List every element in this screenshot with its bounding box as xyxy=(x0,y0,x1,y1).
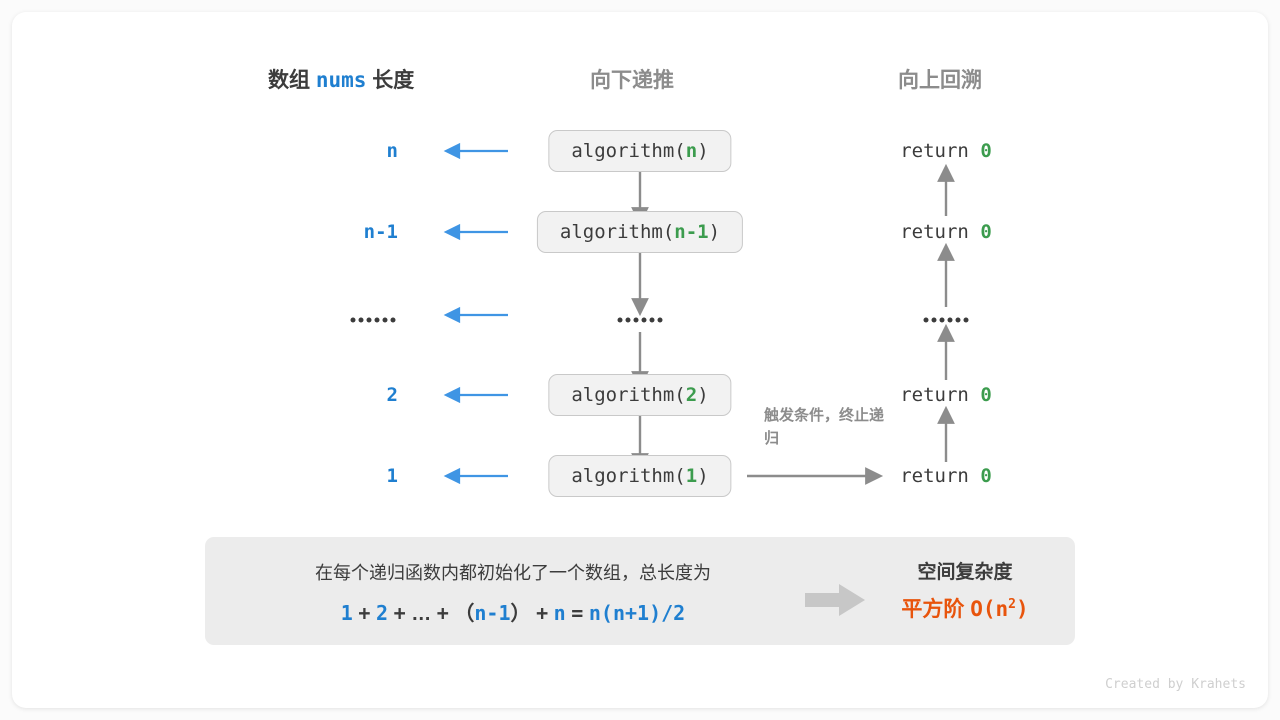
length-value: n-1 xyxy=(363,221,398,243)
ellipsis-calls xyxy=(617,317,663,323)
return-value: 0 xyxy=(980,140,992,162)
header-array-length: 数组 nums 长度 xyxy=(268,64,414,94)
call-suffix: ) xyxy=(697,140,709,162)
return-row-1: return 0 xyxy=(900,140,992,162)
header-left-suffix: 长度 xyxy=(372,69,415,92)
ellipsis-length xyxy=(350,317,396,323)
formula-part: 1 xyxy=(340,601,353,625)
return-keyword: return xyxy=(900,140,969,162)
call-prefix: algorithm( xyxy=(571,140,686,162)
call-arg: n xyxy=(685,140,698,162)
call-arg: n-1 xyxy=(674,221,709,243)
call-box-row-4[interactable]: algorithm(2) xyxy=(548,374,732,416)
summary-formula: 1 + 2 + … + （n-1） + n = n(n+1)/2 xyxy=(233,597,793,626)
call-prefix: algorithm( xyxy=(571,384,686,406)
complexity-exponent: 2 xyxy=(1008,597,1016,612)
complexity-tail: ) xyxy=(1015,597,1029,621)
formula-part: + xyxy=(393,601,406,625)
call-box-row-5[interactable]: algorithm(1) xyxy=(548,455,732,497)
return-row-2: return 0 xyxy=(900,221,992,243)
length-value: 2 xyxy=(386,384,398,406)
return-keyword: return xyxy=(900,465,969,487)
return-row-5: return 0 xyxy=(900,465,992,487)
call-suffix: ) xyxy=(697,465,709,487)
formula-part: n(n+1)/2 xyxy=(588,601,686,625)
formula-part: = xyxy=(571,601,584,625)
diagram-card: 数组 nums 长度 向下递推 向上回溯 n algorithm(n) retu… xyxy=(12,12,1268,708)
call-arg: 1 xyxy=(685,465,698,487)
return-keyword: return xyxy=(900,221,969,243)
header-left-mono: nums xyxy=(315,68,367,92)
length-value: n xyxy=(386,140,398,162)
formula-part: + xyxy=(436,601,449,625)
complexity-base: O(n xyxy=(970,597,1009,621)
summary-panel: 在每个递归函数内都初始化了一个数组，总长度为 1 + 2 + … + （n-1）… xyxy=(205,537,1075,645)
complexity-prefix: 平方阶 xyxy=(901,598,965,621)
return-value: 0 xyxy=(980,465,992,487)
header-backtrack-up: 向上回溯 xyxy=(898,69,982,92)
header-left-prefix: 数组 xyxy=(268,69,310,92)
space-complexity-label: 空间复杂度 xyxy=(917,562,1013,583)
length-value: 1 xyxy=(386,465,398,487)
trigger-condition-note: 触发条件，终止递归 xyxy=(764,407,885,448)
return-value: 0 xyxy=(980,384,992,406)
ellipsis-returns xyxy=(923,317,969,323)
header-recursion-down: 向下递推 xyxy=(590,69,674,92)
return-value: 0 xyxy=(980,221,992,243)
formula-part: ） xyxy=(510,603,531,625)
return-row-4: return 0 xyxy=(900,384,992,406)
formula-part: n-1 xyxy=(474,601,511,625)
space-complexity-value: 平方阶 O(n2) xyxy=(845,593,1085,623)
call-suffix: ) xyxy=(697,384,709,406)
call-suffix: ) xyxy=(708,221,721,243)
credit-footer: Created by Krahets xyxy=(1105,677,1246,692)
call-box-row-1[interactable]: algorithm(n) xyxy=(548,130,732,172)
formula-part: + xyxy=(536,601,549,625)
call-prefix: algorithm( xyxy=(571,465,686,487)
block-arrow-icon xyxy=(805,584,865,616)
call-prefix: algorithm( xyxy=(559,221,675,243)
call-box-row-2[interactable]: algorithm(n-1) xyxy=(536,211,744,253)
formula-part: … xyxy=(411,603,432,625)
formula-part: + xyxy=(358,601,371,625)
diagram-stage: 数组 nums 长度 向下递推 向上回溯 n algorithm(n) retu… xyxy=(12,12,1268,708)
formula-part: 2 xyxy=(375,601,389,625)
call-arg: 2 xyxy=(685,384,698,406)
formula-part: （ xyxy=(454,603,475,625)
summary-description: 在每个递归函数内都初始化了一个数组，总长度为 xyxy=(315,563,711,583)
formula-part: n xyxy=(553,601,566,625)
return-keyword: return xyxy=(900,384,969,406)
